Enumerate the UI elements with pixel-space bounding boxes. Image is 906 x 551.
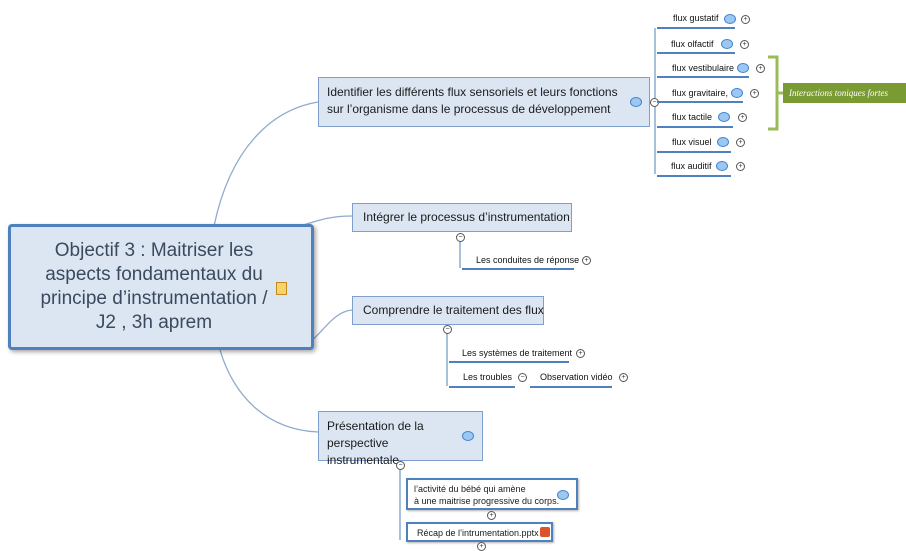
systemes-de-traitement-label: Les systèmes de traitement <box>462 348 573 358</box>
flux-vestibulaire[interactable]: flux vestibulaire <box>672 63 734 73</box>
collapse-icon[interactable]: − <box>443 325 452 334</box>
flux-auditif[interactable]: flux auditif <box>671 161 712 171</box>
flux-visuel-label: flux visuel <box>672 137 712 147</box>
expand-icon[interactable]: + <box>736 162 745 171</box>
topic-flux-sensoriels-label: Identifier les différents flux sensoriel… <box>327 85 618 116</box>
branch-underline <box>449 361 569 363</box>
callout-label: Interactions toniques fortes <box>789 88 888 98</box>
expand-icon[interactable]: + <box>741 15 750 24</box>
topic-perspective-instrumentale[interactable]: Présentation de la perspective instrumen… <box>318 411 483 467</box>
expand-icon[interactable]: + <box>487 511 496 520</box>
expand-icon[interactable]: + <box>740 40 749 49</box>
recap-instrumentation-file[interactable]: Récap de l’intrumentation.pptx <box>406 522 553 542</box>
conduites-de-reponse[interactable]: Les conduites de réponse <box>476 255 579 265</box>
topic-traitement-flux-label: Comprendre le traitement des flux <box>363 303 544 317</box>
comment-icon[interactable] <box>630 97 642 107</box>
comment-icon[interactable] <box>716 161 728 171</box>
note-icon[interactable] <box>276 282 287 295</box>
flux-auditif-label: flux auditif <box>671 161 712 171</box>
comment-icon[interactable] <box>731 88 743 98</box>
branch-underline <box>657 126 733 128</box>
flux-olfactif[interactable]: flux olfactif <box>671 39 714 49</box>
topic-perspective-instrumentale-label: Présentation de la perspective instrumen… <box>327 419 424 467</box>
expand-icon[interactable]: + <box>582 256 591 265</box>
branch-underline <box>530 386 612 388</box>
flux-olfactif-label: flux olfactif <box>671 39 714 49</box>
flux-gustatif[interactable]: flux gustatif <box>673 13 719 23</box>
comment-icon[interactable] <box>737 63 749 73</box>
flux-tactile-label: flux tactile <box>672 112 713 122</box>
branch-underline <box>657 52 735 54</box>
les-troubles-label: Les troubles <box>463 372 513 382</box>
recap-instrumentation-label: Récap de l’intrumentation.pptx <box>417 528 539 538</box>
expand-icon[interactable]: + <box>477 542 486 551</box>
comment-icon[interactable] <box>717 137 729 147</box>
les-troubles[interactable]: Les troubles <box>463 372 512 382</box>
comment-icon[interactable] <box>718 112 730 122</box>
comment-icon[interactable] <box>721 39 733 49</box>
flux-gravitaire-label: flux gravitaire, <box>672 88 729 98</box>
branch-underline <box>657 175 731 177</box>
comment-icon[interactable] <box>462 431 474 441</box>
activite-du-bebe[interactable]: l’activité du bébé qui amène à une maitr… <box>406 478 578 510</box>
branch-underline <box>657 76 749 78</box>
topic-instrumentation-label: Intégrer le processus d’instrumentation <box>363 210 570 224</box>
root-topic[interactable]: Objectif 3 : Maitriser les aspects fonda… <box>8 224 314 350</box>
topic-traitement-flux[interactable]: Comprendre le traitement des flux <box>352 296 544 325</box>
conduites-de-reponse-label: Les conduites de réponse <box>476 255 580 265</box>
activite-du-bebe-line1: l’activité du bébé qui amène <box>414 484 526 494</box>
flux-vestibulaire-label: flux vestibulaire <box>672 63 735 73</box>
expand-icon[interactable]: + <box>576 349 585 358</box>
observation-video-label: Observation vidéo <box>540 372 613 382</box>
observation-video[interactable]: Observation vidéo <box>540 372 613 382</box>
collapse-icon[interactable]: − <box>518 373 527 382</box>
powerpoint-file-icon[interactable] <box>540 527 550 537</box>
flux-visuel[interactable]: flux visuel <box>672 137 712 147</box>
topic-flux-sensoriels[interactable]: Identifier les différents flux sensoriel… <box>318 77 650 127</box>
flux-gustatif-label: flux gustatif <box>673 13 719 23</box>
collapse-icon[interactable]: − <box>456 233 465 242</box>
flux-tactile[interactable]: flux tactile <box>672 112 712 122</box>
expand-icon[interactable]: + <box>750 89 759 98</box>
comment-icon[interactable] <box>557 490 569 500</box>
expand-icon[interactable]: + <box>619 373 628 382</box>
systemes-de-traitement[interactable]: Les systèmes de traitement <box>462 348 572 358</box>
expand-icon[interactable]: + <box>756 64 765 73</box>
comment-icon[interactable] <box>724 14 736 24</box>
topic-instrumentation[interactable]: Intégrer le processus d’instrumentation <box>352 203 572 232</box>
branch-underline <box>657 27 735 29</box>
collapse-icon[interactable]: − <box>396 461 405 470</box>
branch-underline <box>449 386 515 388</box>
branch-underline <box>657 101 743 103</box>
callout-interactions-toniques[interactable]: Interactions toniques fortes <box>783 83 906 103</box>
root-topic-label: Objectif 3 : Maitriser les aspects fonda… <box>40 240 268 333</box>
branch-underline <box>462 268 574 270</box>
activite-du-bebe-line2: à une maitrise progressive du corps. <box>414 496 560 506</box>
flux-gravitaire[interactable]: flux gravitaire, <box>672 88 728 98</box>
expand-icon[interactable]: + <box>736 138 745 147</box>
expand-icon[interactable]: + <box>738 113 747 122</box>
branch-underline <box>657 151 731 153</box>
